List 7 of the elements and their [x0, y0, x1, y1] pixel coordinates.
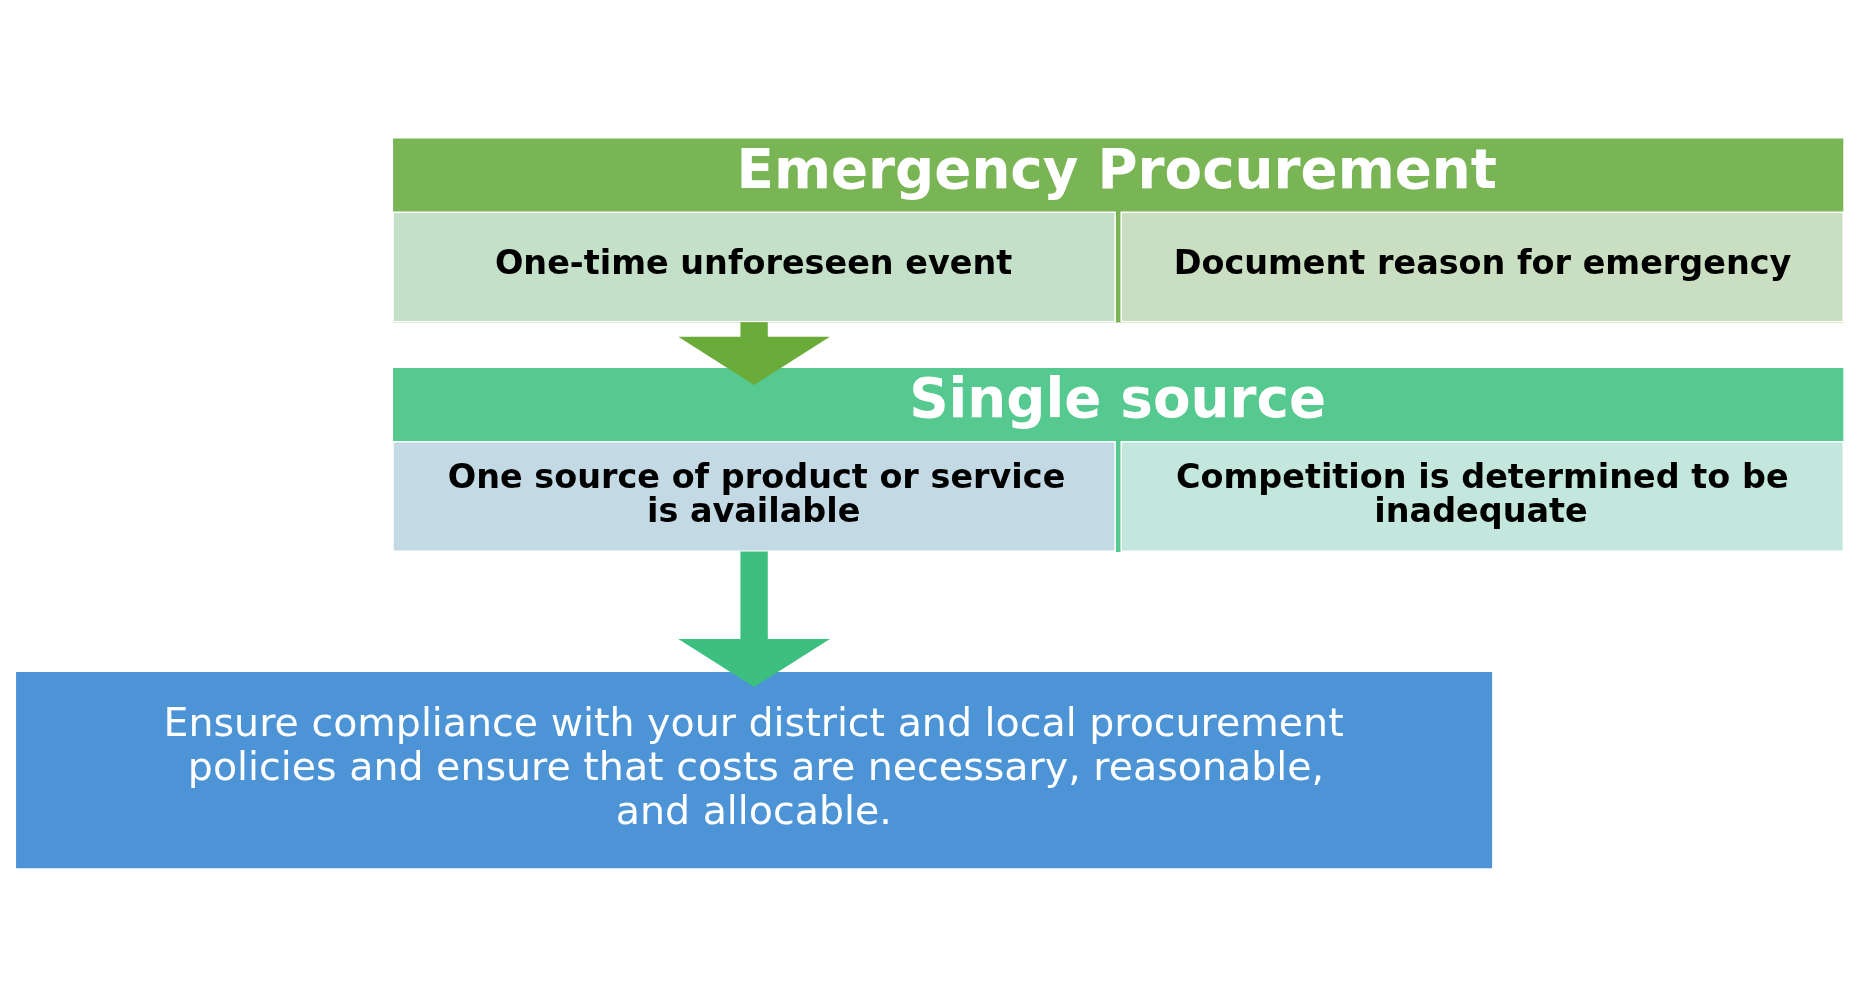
node-box: Competition is determined to be inadequate — [1120, 440, 1845, 552]
node-box: One source of product or service is available — [392, 440, 1116, 552]
arrow — [678, 321, 830, 385]
node-box: One-time unforeseen event — [392, 210, 1116, 322]
node-box: Ensure compliance with your district and local procurement policies and ensure that costs are necessary, reasonable, and allocable. — [14, 670, 1494, 870]
node-box: Document reason for emergency — [1120, 210, 1845, 322]
arrow — [678, 550, 830, 687]
